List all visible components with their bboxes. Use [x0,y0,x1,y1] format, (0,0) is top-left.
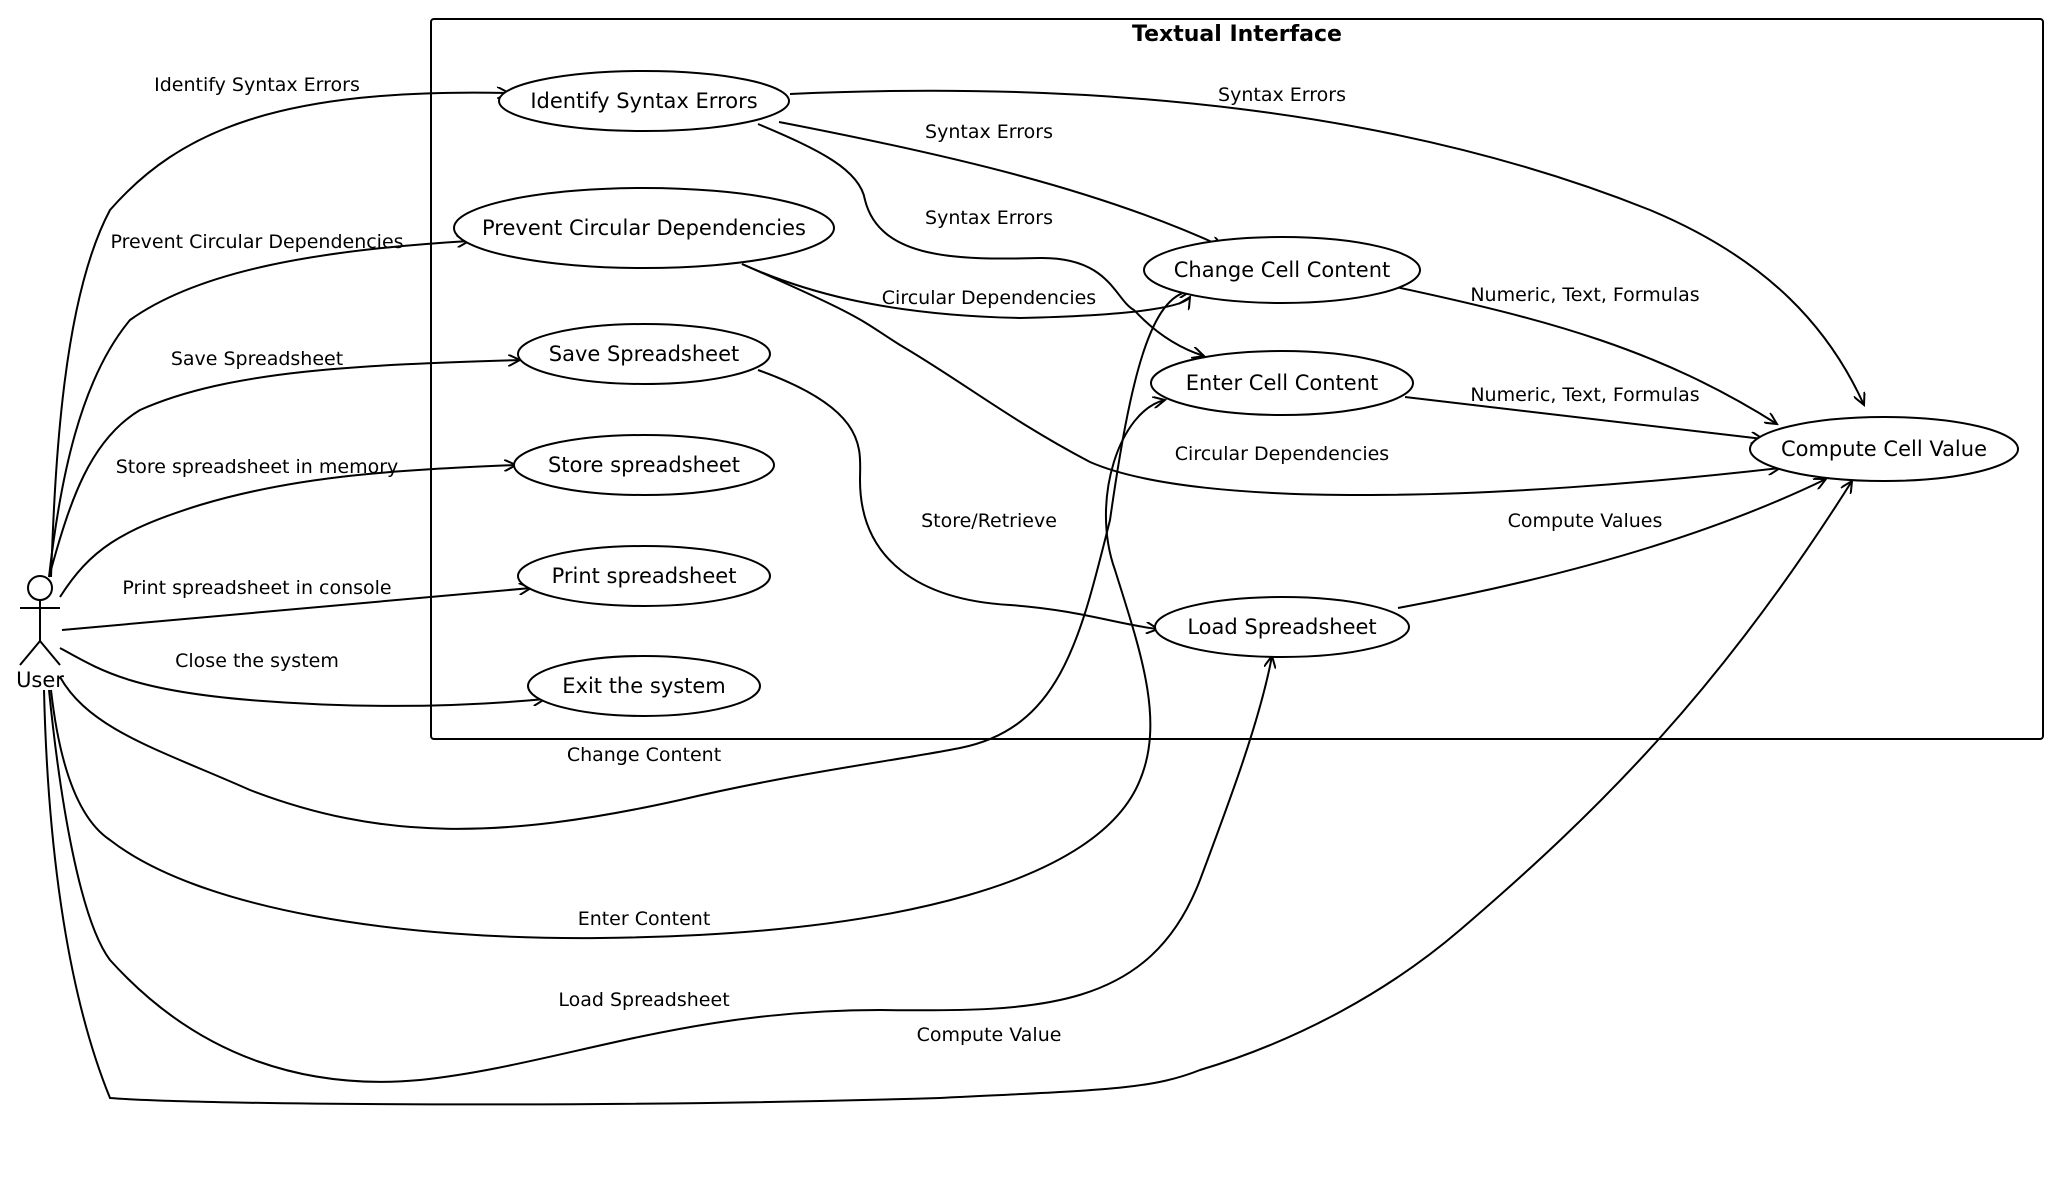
edge-label: Compute Values [1508,510,1663,532]
edge-load-compute [1397,479,1826,609]
edge-identify-change [778,121,1223,247]
edge-user-print [61,588,531,631]
edge-user-store [59,465,516,598]
edge-label: Syntax Errors [1218,84,1346,106]
edge-label: Change Content [567,744,721,766]
usecase-enter-cell-content[interactable]: Enter Cell Content [1150,350,1414,416]
edge-label: Compute Value [917,1024,1062,1046]
usecase-ellipse [1154,596,1410,658]
edge-label: Syntax Errors [925,121,1053,143]
edge-label: Store spreadsheet in memory [116,456,399,478]
edge-labels: Identify Syntax Errors Prevent Circular … [110,74,1699,1046]
edge-change-compute [1395,286,1777,424]
usecase-label: Prevent Circular Dependencies [482,216,806,240]
edge-label: Numeric, Text, Formulas [1470,384,1699,406]
edge-identify-enter [757,123,1204,356]
edge-user-load [48,656,1272,1083]
edge-user-enter [50,400,1165,940]
edge-user-prevent [48,241,469,578]
usecase-label: Identify Syntax Errors [530,89,757,113]
actor-user[interactable]: User [16,575,64,692]
usecase-prevent-circular-dependencies[interactable]: Prevent Circular Dependencies [453,187,835,269]
edge-identify-compute [789,89,1864,405]
edge-user-save [48,360,520,578]
usecase-label: Compute Cell Value [1781,437,1987,461]
edges-layer [43,89,1864,1106]
edge-user-compute [43,481,1852,1106]
usecase-ellipse [1143,236,1421,304]
edge-prevent-compute [741,263,1780,497]
usecase-store-spreadsheet[interactable]: Store spreadsheet [513,434,775,496]
usecase-print-spreadsheet[interactable]: Print spreadsheet [517,545,771,607]
edge-label: Save Spreadsheet [171,348,343,370]
edge-label: Store/Retrieve [921,510,1057,532]
usecase-load-spreadsheet[interactable]: Load Spreadsheet [1154,596,1410,658]
usecase-label: Load Spreadsheet [1187,615,1376,639]
edge-label: Close the system [175,650,339,672]
edge-label: Print spreadsheet in console [122,577,391,599]
usecase-ellipse [517,545,771,607]
usecase-label: Exit the system [562,674,726,698]
usecase-ellipse [517,323,771,385]
actor-head [27,575,53,601]
edge-user-identify [50,93,509,578]
edge-label: Identify Syntax Errors [154,74,360,96]
usecases-layer: Identify Syntax Errors Prevent Circular … [453,70,2019,717]
usecase-ellipse [498,70,790,132]
usecase-ellipse [527,655,761,717]
usecase-label: Save Spreadsheet [549,342,740,366]
edge-label: Circular Dependencies [1175,443,1389,465]
edge-user-change [59,291,1191,830]
usecase-label: Change Cell Content [1174,258,1391,282]
usecase-label: Store spreadsheet [548,453,740,477]
actor-leg-right [39,640,61,666]
usecase-identify-syntax-errors[interactable]: Identify Syntax Errors [498,70,790,132]
usecase-ellipse [1749,416,2019,482]
edge-save-load [757,369,1158,629]
actor-label: User [16,668,64,692]
edge-label: Prevent Circular Dependencies [110,231,403,253]
usecase-change-cell-content[interactable]: Change Cell Content [1143,236,1421,304]
edge-label: Enter Content [578,908,711,930]
edge-label: Numeric, Text, Formulas [1470,284,1699,306]
edge-enter-compute [1404,396,1763,439]
system-title: Textual Interface [1132,22,1342,47]
usecase-label: Print spreadsheet [552,564,737,588]
usecase-ellipse [513,434,775,496]
usecase-label: Enter Cell Content [1186,371,1379,395]
edge-label: Circular Dependencies [882,287,1096,309]
edge-label: Syntax Errors [925,207,1053,229]
usecase-ellipse [1150,350,1414,416]
edge-prevent-change [741,263,1190,320]
actor-leg-left [19,640,41,666]
usecase-save-spreadsheet[interactable]: Save Spreadsheet [517,323,771,385]
usecase-exit-the-system[interactable]: Exit the system [527,655,761,717]
usecase-compute-cell-value[interactable]: Compute Cell Value [1749,416,2019,482]
edge-label: Load Spreadsheet [558,989,729,1011]
edge-user-exit [59,647,545,707]
usecase-ellipse [453,187,835,269]
